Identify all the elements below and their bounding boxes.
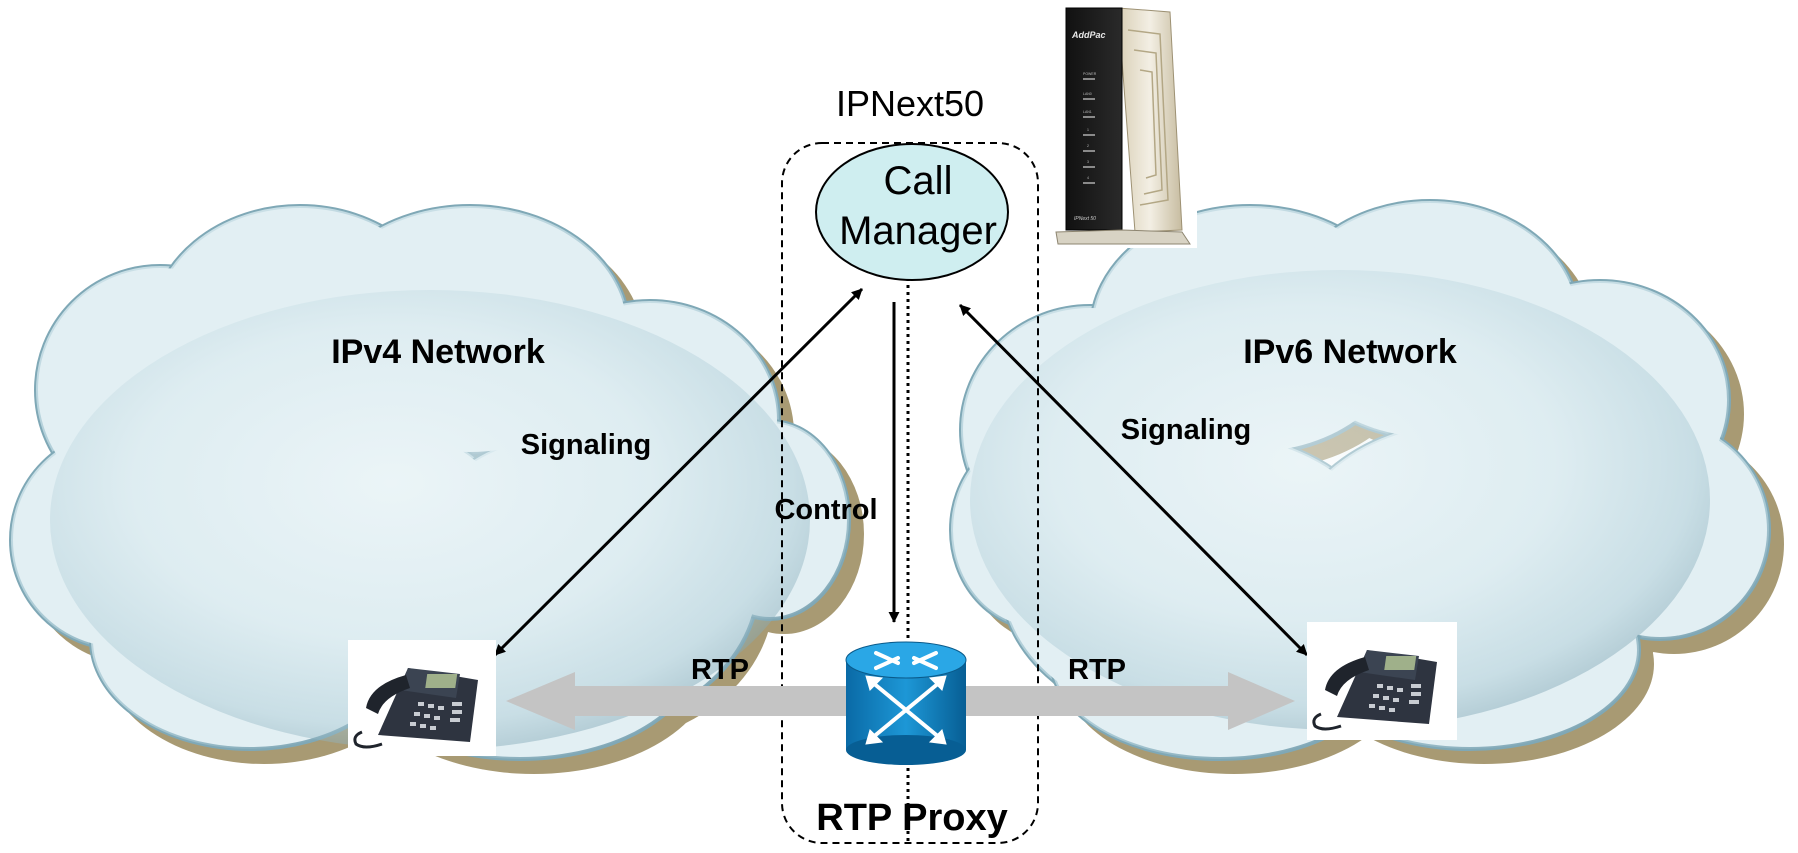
ipnext50-device-icon: AddPac POWER LAN0 LAN1 1 2 3 4 IPNext 50 (1052, 0, 1197, 248)
call-manager-line2: Manager (839, 209, 997, 253)
signaling-left-label: Signaling (521, 429, 652, 461)
device-led-label: 4 (1087, 176, 1089, 180)
phone-left-icon (348, 640, 496, 756)
router-icon (845, 641, 967, 765)
rtp-proxy-label: RTP Proxy (816, 797, 1007, 839)
control-label: Control (774, 494, 877, 526)
signaling-arrow-right (958, 303, 1309, 657)
rtp-right-label: RTP (1068, 654, 1126, 686)
device-led-label: 3 (1087, 160, 1089, 164)
device-led-label: LAN0 (1083, 92, 1092, 96)
device-brand-mark: AddPac (1071, 30, 1106, 40)
call-manager-node (815, 143, 1009, 281)
device-model-mark: IPNext 50 (1074, 216, 1096, 222)
device-led-label: LAN1 (1083, 110, 1092, 114)
device-name-label: IPNext50 (836, 83, 984, 124)
signaling-right-label: Signaling (1121, 414, 1252, 446)
phone-right-icon (1307, 622, 1457, 740)
device-led-label: 2 (1087, 144, 1089, 148)
ipv4-network-label: IPv4 Network (331, 333, 545, 371)
rtp-left-label: RTP (691, 654, 749, 686)
rtp-arrow-right (960, 672, 1295, 730)
rtp-arrow-left (506, 672, 855, 730)
device-led-label: 1 (1087, 128, 1089, 132)
device-led-label: POWER (1083, 72, 1097, 76)
signaling-arrow-left (493, 287, 864, 657)
ipv6-network-label: IPv6 Network (1243, 333, 1457, 371)
call-manager-line1: Call (884, 159, 953, 203)
